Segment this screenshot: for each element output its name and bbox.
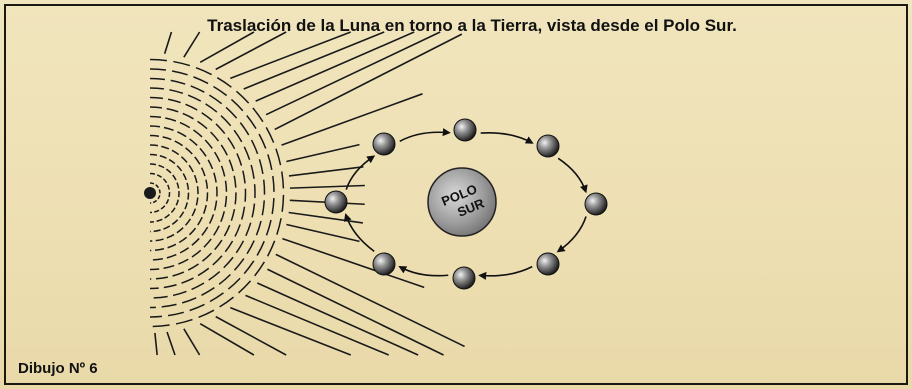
- sun-ray: [199, 323, 255, 356]
- sun-ray: [256, 282, 419, 356]
- sun-ray: [163, 31, 173, 55]
- orbit-arrow: [345, 155, 376, 190]
- orbit-arrow: [398, 265, 449, 277]
- sun-ray: [215, 31, 287, 71]
- sun-arc: [149, 182, 161, 204]
- sun-ray: [267, 268, 444, 356]
- earth-south-pole: POLO SUR: [427, 167, 497, 237]
- sun-ray: [154, 332, 158, 356]
- orbit-arrow: [557, 157, 588, 194]
- orbit-arrow: [478, 265, 533, 280]
- sun-ray: [199, 31, 255, 63]
- sun-ray: [230, 31, 352, 80]
- sun-ray: [243, 31, 385, 90]
- sun-ray: [282, 237, 425, 289]
- moon: [536, 252, 560, 276]
- moon: [452, 266, 476, 290]
- moon: [372, 132, 396, 156]
- sun-ray: [274, 33, 463, 131]
- sun-light-arcs: [144, 58, 285, 328]
- sun-ray: [288, 166, 364, 177]
- sun-arc: [149, 106, 237, 280]
- sun-core: [144, 187, 156, 199]
- sun-arc: [149, 87, 256, 299]
- sun-arc: [149, 58, 285, 328]
- sun-ray: [265, 31, 441, 116]
- sun-arc: [149, 96, 247, 290]
- sun-ray: [166, 331, 176, 356]
- sun-ray: [281, 93, 423, 146]
- moon: [372, 252, 396, 276]
- sun-arc: [149, 163, 180, 223]
- sun-ray: [255, 31, 415, 102]
- moon: [536, 134, 560, 158]
- sun-ray: [215, 315, 287, 356]
- diagram-title: Traslación de la Luna en torno a la Tier…: [207, 16, 737, 35]
- sun-arc: [149, 77, 266, 309]
- moon: [324, 190, 348, 214]
- sun-arc: [149, 125, 218, 261]
- moon: [453, 118, 477, 142]
- orbit-arrows: [343, 128, 588, 280]
- moons: [324, 118, 608, 290]
- orbit-arrow: [399, 128, 451, 142]
- sun-arc: [149, 68, 275, 318]
- sun-arc: [149, 153, 190, 233]
- sun-ray: [286, 143, 360, 163]
- sun-arc: [149, 134, 209, 252]
- sun-ray: [286, 223, 360, 243]
- sun-ray: [289, 184, 365, 189]
- sun-ray: [245, 294, 390, 356]
- orbit-arrow: [556, 216, 587, 253]
- sun-arc: [149, 115, 228, 271]
- sun-ray: [183, 328, 201, 356]
- sun-ray: [288, 211, 364, 224]
- orbit-arrow: [480, 131, 534, 144]
- orbit-arrow: [343, 213, 375, 252]
- figure-caption: Dibujo Nº 6: [18, 360, 98, 377]
- sun-rays: [154, 31, 465, 356]
- sun-arc: [149, 144, 199, 242]
- sun-arc: [149, 172, 171, 214]
- sun-ray: [183, 31, 201, 58]
- moon: [584, 192, 608, 216]
- diagram-frame: [4, 4, 908, 385]
- sun-ray: [275, 253, 465, 348]
- sun-ray: [230, 306, 352, 356]
